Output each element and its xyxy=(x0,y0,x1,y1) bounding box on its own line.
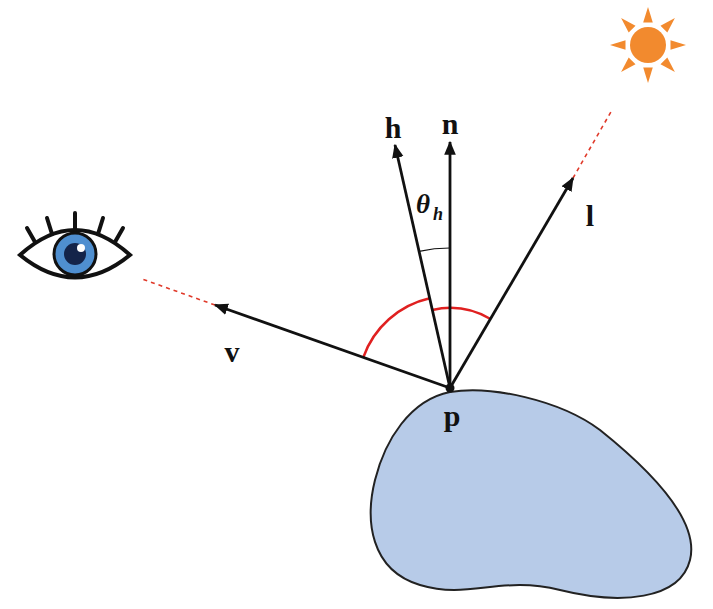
vector-label: v xyxy=(225,337,240,367)
light-vector xyxy=(450,178,573,388)
vector-label: l xyxy=(586,201,594,231)
angle-arc xyxy=(432,308,490,319)
view-vector xyxy=(215,305,450,388)
surface-point xyxy=(446,384,455,393)
theta-arc xyxy=(419,248,450,251)
view-ray xyxy=(142,279,215,305)
half-vector xyxy=(395,145,450,388)
vector-label: h xyxy=(385,113,402,143)
angle-arc xyxy=(363,298,429,357)
angle-label: θ xyxy=(416,191,430,218)
light-ray xyxy=(573,110,612,178)
surface-blob xyxy=(371,390,692,597)
normal-vector xyxy=(449,142,452,388)
point-label: p xyxy=(444,401,461,431)
vector-label: n xyxy=(442,109,459,139)
sun-icon xyxy=(610,7,686,83)
angle-subscript: h xyxy=(433,205,443,223)
eye-icon xyxy=(20,213,130,278)
